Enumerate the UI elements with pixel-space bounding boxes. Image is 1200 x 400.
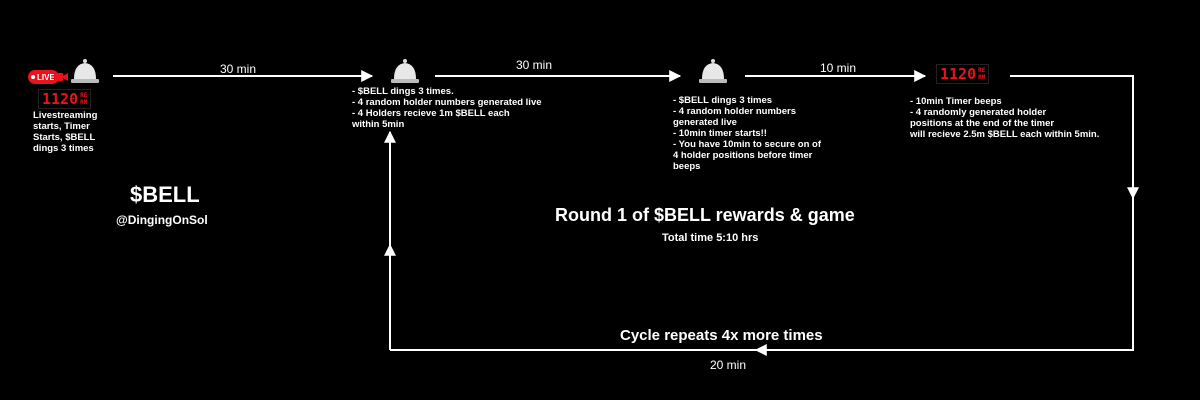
transition-label-2: 30 min [516, 58, 553, 72]
brand-handle: @DingingOnSol [116, 213, 208, 227]
bell-icon [391, 59, 419, 83]
live-badge-icon: LIVE [28, 70, 59, 84]
bell-icon [699, 59, 727, 83]
transition-label-3: 10 min [820, 61, 857, 75]
stage-2-notes: - $BELL dings 3 times. - 4 random holder… [352, 86, 542, 130]
round-title: Round 1 of $BELL rewards & game [555, 205, 855, 225]
bell-icon [71, 59, 99, 83]
arrow-loop-right [1010, 75, 1139, 200]
stage-1-notes: Livestreaming starts, Timer Starts, $BEL… [33, 110, 98, 154]
arrow-loop-bottom [390, 198, 1134, 351]
cycle-repeat-note: Cycle repeats 4x more times [620, 327, 823, 344]
transition-label-4: 20 min [710, 358, 747, 372]
camera-icon [54, 73, 68, 81]
stage-3-notes: - $BELL dings 3 times - 4 random holder … [673, 95, 821, 172]
transition-label-1: 30 min [220, 62, 257, 76]
brand-title: $BELL [130, 182, 200, 207]
stage-4-notes: - 10min Timer beeps - 4 randomly generat… [910, 96, 1100, 140]
round-total-time: Total time 5:10 hrs [662, 232, 759, 244]
